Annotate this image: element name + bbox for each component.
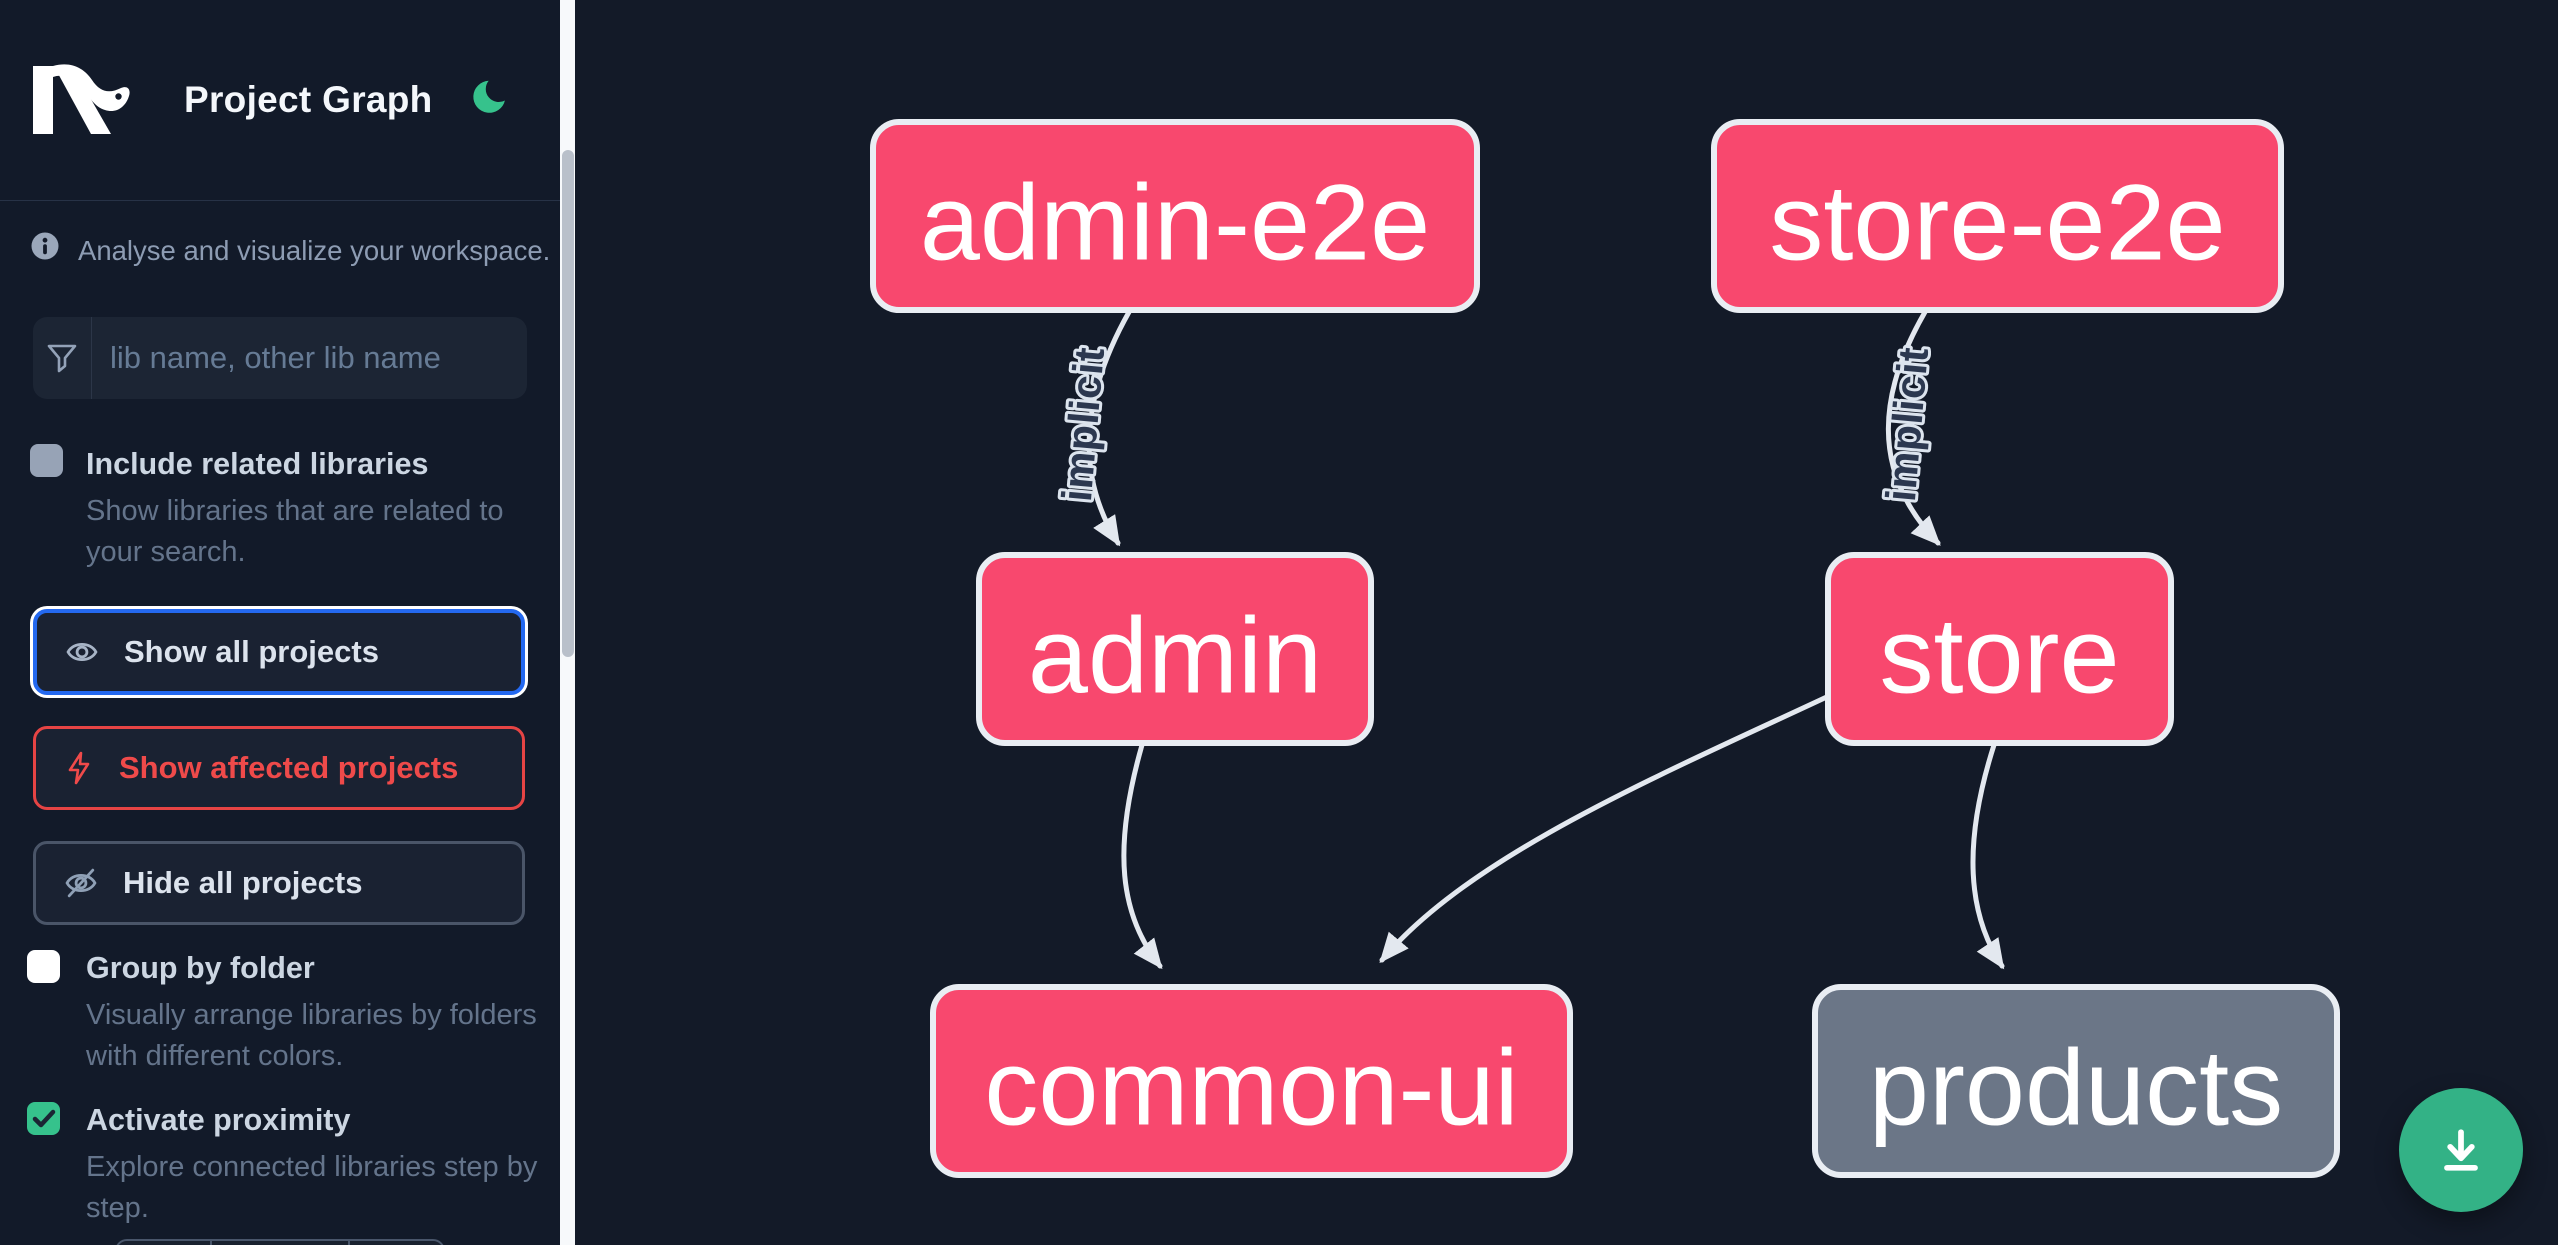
toggle-desc-activate-proximity: Explore connected libraries step by step… — [86, 1151, 538, 1224]
toggle-desc-include-related-libraries: Show libraries that are related to your … — [86, 495, 504, 568]
node-label-common-ui: common-ui — [984, 1027, 1518, 1148]
node-label-store: store — [1879, 595, 2119, 716]
node-box-products[interactable] — [1812, 984, 2340, 1178]
graph-node-admin[interactable]: admin — [976, 552, 1374, 746]
node-label-store-e2e: store-e2e — [1769, 162, 2225, 283]
nx-logo-icon — [33, 64, 130, 134]
node-label-products: products — [1869, 1027, 2283, 1148]
edge-store-to-common-ui — [1379, 692, 1834, 964]
node-label-admin: admin — [1028, 595, 1322, 716]
edge-label-store-e2e-to-store: implicit — [1877, 345, 1937, 504]
nodes-layer: admin-e2e store-e2e admin store common-ui pro… — [870, 119, 2340, 1178]
stepper-increment[interactable] — [350, 1241, 441, 1245]
graph-node-store-e2e[interactable]: store-e2e — [1711, 119, 2284, 313]
show-all-projects-label: Show all projects — [124, 634, 379, 669]
node-box-admin[interactable] — [976, 552, 1374, 746]
graph-node-store[interactable]: store — [1825, 552, 2174, 746]
sidebar: Project Graph Analyse and visualize your… — [0, 0, 561, 1245]
show-affected-projects-label: Show affected projects — [119, 750, 459, 785]
node-label-admin-e2e: admin-e2e — [920, 162, 1430, 283]
search-box — [33, 317, 527, 399]
proximity-stepper[interactable] — [115, 1239, 445, 1245]
node-box-store-e2e[interactable] — [1711, 119, 2284, 313]
search-input[interactable] — [92, 319, 527, 397]
show-affected-projects-button[interactable]: Show affected projects — [33, 726, 525, 810]
info-icon — [31, 232, 59, 260]
graph-node-admin-e2e[interactable]: admin-e2e — [870, 119, 1480, 313]
edge-admin-to-common-ui — [1121, 742, 1163, 970]
edge-store-to-products — [1970, 742, 2005, 970]
checkbox-include-related-libraries[interactable] — [30, 444, 63, 477]
node-box-store[interactable] — [1825, 552, 2174, 746]
stepper-decrement[interactable] — [117, 1241, 212, 1245]
moon-icon — [473, 80, 505, 113]
show-all-projects-button[interactable]: Show all projects — [33, 609, 525, 695]
edge-admin-e2e-to-admin — [1086, 309, 1132, 547]
eye-off-icon — [65, 868, 97, 898]
node-box-admin-e2e[interactable] — [870, 119, 1480, 313]
graph-node-products[interactable]: products — [1812, 984, 2340, 1178]
stepper-value — [212, 1241, 350, 1245]
toggle-label-activate-proximity: Activate proximity — [86, 1103, 351, 1137]
tagline: Analyse and visualize your workspace. — [78, 235, 551, 266]
check-icon — [32, 1109, 56, 1128]
bolt-icon — [68, 751, 90, 785]
download-graph-button[interactable] — [2399, 1088, 2523, 1212]
eye-icon — [66, 642, 98, 662]
filter-icon-cell — [33, 317, 92, 399]
checkbox-activate-proximity[interactable] — [27, 1102, 60, 1135]
edge-store-e2e-to-store — [1886, 309, 1941, 546]
page-title: Project Graph — [184, 79, 433, 120]
hide-all-projects-button[interactable]: Hide all projects — [33, 841, 525, 925]
checkbox-group-by-folder[interactable] — [27, 950, 60, 983]
filter-icon — [47, 344, 77, 373]
sidebar-scrollbar-track[interactable] — [560, 0, 575, 1245]
graph-node-common-ui[interactable]: common-ui — [930, 984, 1573, 1178]
edge-label-admin-e2e-to-admin: implicit — [1053, 345, 1113, 504]
toggle-desc-group-by-folder: Visually arrange libraries by folders wi… — [86, 999, 537, 1072]
download-icon — [2444, 1129, 2478, 1171]
node-box-common-ui[interactable] — [930, 984, 1573, 1178]
header-divider — [0, 200, 560, 201]
toggle-label-group-by-folder: Group by folder — [86, 951, 315, 985]
hide-all-projects-label: Hide all projects — [123, 865, 363, 900]
dark-mode-toggle[interactable] — [462, 76, 510, 124]
sidebar-scrollbar-thumb[interactable] — [561, 150, 574, 657]
toggle-label-include-related-libraries: Include related libraries — [86, 447, 429, 481]
